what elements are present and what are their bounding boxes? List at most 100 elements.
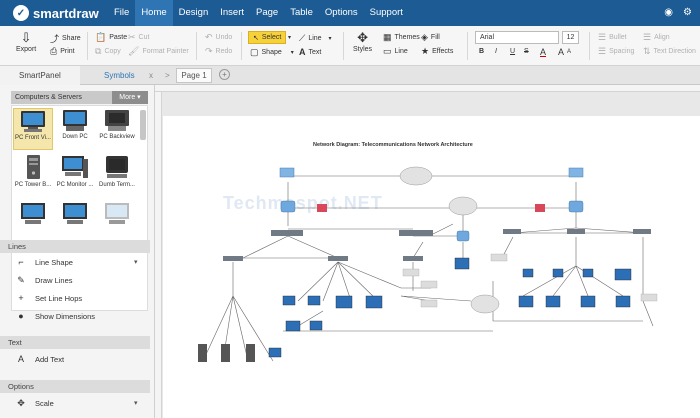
pc-backview-icon	[105, 110, 129, 131]
collapse-panel-icon[interactable]: >	[165, 71, 170, 80]
bullet-list-icon: ☰	[598, 32, 607, 42]
symbol-pc-monitor[interactable]: PC Monitor ...	[55, 154, 95, 196]
notifications-icon[interactable]: ◉	[664, 7, 674, 18]
line-dropdown-caret: ▾	[328, 36, 332, 42]
text-direction-icon: ⇅	[643, 46, 651, 56]
paste-button[interactable]: 📋Paste	[95, 32, 128, 42]
print-button[interactable]: ⎙Print	[50, 46, 75, 56]
symbol-scrollbar[interactable]	[140, 110, 146, 140]
settings-gear-icon[interactable]: ⚙	[683, 7, 692, 18]
diagram-title[interactable]: Network Diagram: Telecommunications Netw…	[313, 142, 473, 148]
smartdraw-logo-icon: ✓	[13, 5, 29, 21]
brand-name: smartdraw	[33, 5, 99, 21]
cut-button[interactable]: ✂Cut	[128, 32, 150, 42]
down-pc-icon	[63, 110, 87, 131]
tab-smartpanel[interactable]: SmartPanel	[0, 66, 80, 85]
fill-button[interactable]: ◈Fill	[421, 32, 440, 42]
network-diagram[interactable]	[163, 116, 700, 418]
scale-icon: ✥	[17, 398, 25, 408]
spacing-button[interactable]: ☰Spacing	[598, 46, 635, 56]
pc-icon	[21, 203, 45, 224]
align-icon: ☰	[643, 32, 652, 42]
text-section-header: Text	[0, 336, 150, 349]
menu-page[interactable]: Page	[256, 7, 279, 18]
pc-tower-icon	[27, 155, 40, 179]
cut-icon: ✂	[128, 32, 136, 42]
line-shape-dropdown-caret[interactable]: ▾	[134, 259, 138, 266]
add-text-icon: A	[17, 354, 24, 364]
library-header: Computers & Servers More ▾	[11, 91, 148, 104]
symbol-dumb-terminal[interactable]: Dumb Term...	[97, 154, 137, 196]
cursor-icon: ↖	[253, 34, 259, 42]
select-tool-button[interactable]: ↖Select	[248, 31, 286, 44]
menu-table[interactable]: Table	[290, 7, 313, 18]
font-size-input[interactable]: 12	[562, 31, 579, 44]
drawing-canvas[interactable]: Network Diagram: Telecommunications Netw…	[155, 85, 700, 418]
square-shape-icon: ▢	[250, 47, 259, 57]
menu-design[interactable]: Design	[178, 7, 209, 18]
menu-insert[interactable]: Insert	[220, 7, 244, 18]
pc-front-view-icon	[21, 111, 45, 132]
align-button[interactable]: ☰Align	[643, 32, 670, 42]
pc-monitor-icon	[62, 156, 88, 178]
strikethrough-button[interactable]: S	[524, 48, 529, 55]
fill-bucket-icon: ◈	[421, 32, 428, 42]
shape-dropdown-caret: ▾	[290, 50, 294, 56]
symbol-pc-backview[interactable]: PC Backview	[97, 108, 137, 150]
scale-dropdown-caret[interactable]: ▾	[134, 400, 138, 407]
app-logo: ✓ smartdraw	[0, 5, 108, 21]
line-style-button[interactable]: ▭Line	[383, 46, 408, 56]
export-button[interactable]: ⇩ Export	[16, 30, 37, 53]
redo-button[interactable]: ↷Redo	[205, 46, 233, 56]
vertical-ruler	[155, 92, 162, 418]
bold-button[interactable]: B	[479, 48, 485, 55]
scale-option[interactable]: ✥Scale	[17, 398, 54, 408]
line-tool-button[interactable]: ⟋Line▾	[299, 33, 332, 43]
font-color-icon[interactable]: A	[540, 47, 547, 57]
show-dimensions-option[interactable]: ●Show Dimensions	[16, 311, 95, 321]
add-page-icon[interactable]: +	[219, 69, 230, 80]
tab-symbols[interactable]: Symbols	[104, 71, 135, 80]
undo-button[interactable]: ↶Undo	[205, 32, 233, 42]
format-painter-button[interactable]: 🖌Format Painter	[128, 46, 189, 56]
styles-button[interactable]: ✥ Styles	[353, 30, 373, 53]
line-shape-option[interactable]: ⌐Line Shape	[16, 257, 73, 267]
symbol-pc-tower[interactable]: PC Tower B...	[13, 154, 53, 196]
themes-button[interactable]: ▦Themes	[383, 32, 420, 42]
copy-icon: ⧉	[95, 46, 102, 56]
symbol-pc-8[interactable]	[55, 200, 95, 242]
symbol-pc-front-view[interactable]: PC Front Vi...	[13, 108, 53, 150]
set-line-hops-option[interactable]: +Set Line Hops	[16, 293, 82, 303]
pc-icon	[63, 203, 87, 224]
copy-button[interactable]: ⧉Copy	[95, 46, 121, 56]
bullet-button[interactable]: ☰Bullet	[598, 32, 627, 42]
effects-star-icon: ★	[421, 46, 430, 56]
menu-home[interactable]: Home	[135, 0, 173, 26]
tab-page-1[interactable]: Page 1	[176, 68, 212, 83]
pc-icon	[105, 203, 129, 224]
close-symbols-icon[interactable]: x	[149, 71, 153, 80]
share-button[interactable]: ⤴Share	[50, 34, 81, 44]
more-button[interactable]: More ▾	[112, 91, 148, 104]
symbol-down-pc[interactable]: Down PC	[55, 108, 95, 150]
draw-lines-option[interactable]: ✎Draw Lines	[17, 275, 73, 285]
line-style-icon: ▭	[383, 46, 392, 56]
symbol-pc-9[interactable]	[97, 200, 137, 242]
drawing-page[interactable]: Network Diagram: Telecommunications Netw…	[163, 116, 700, 418]
symbol-pc-7[interactable]	[13, 200, 53, 242]
symbol-library: PC Front Vi... Down PC PC Backview PC To…	[11, 105, 148, 311]
underline-button[interactable]: U	[510, 48, 516, 55]
italic-button[interactable]: I	[495, 48, 497, 55]
text-direction-button[interactable]: ⇅Text Direction	[643, 46, 696, 56]
menu-support[interactable]: Support	[369, 7, 403, 18]
effects-button[interactable]: ★Effects	[421, 46, 454, 56]
shape-tool-button[interactable]: ▢Shape▾	[250, 47, 294, 57]
select-dropdown-caret[interactable]: ▾	[288, 35, 292, 41]
font-family-select[interactable]: Arial	[475, 31, 559, 44]
menu-options[interactable]: Options	[324, 7, 358, 18]
draw-lines-icon: ✎	[17, 275, 25, 285]
menu-file[interactable]: File	[114, 7, 130, 18]
